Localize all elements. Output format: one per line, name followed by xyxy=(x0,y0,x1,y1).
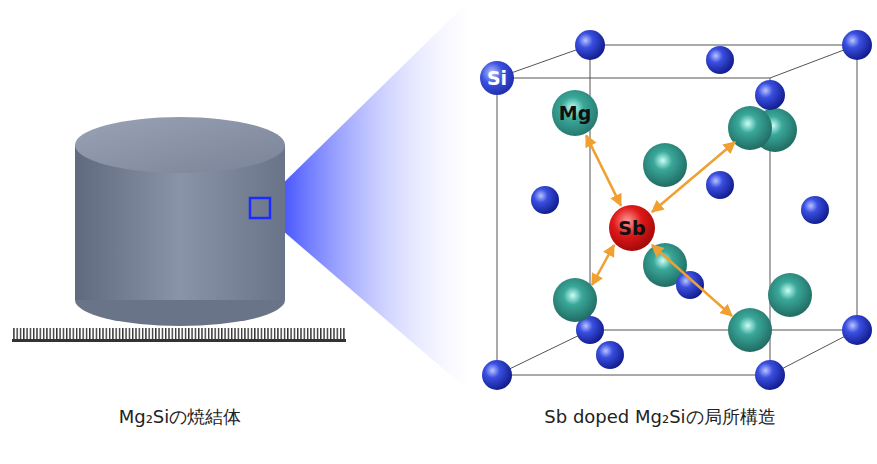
sb-atom: Sb xyxy=(609,205,655,251)
caption: Mg₂Siの焼結体 xyxy=(119,405,242,429)
distance-arrow xyxy=(586,135,621,205)
atom-label: Mg xyxy=(559,102,592,124)
atom-label: Si xyxy=(487,67,507,89)
si-atom: Si xyxy=(480,61,514,95)
caption: Sb doped Mg₂Siの局所構造 xyxy=(544,405,775,429)
mg-atom: Mg xyxy=(552,90,598,136)
atom-label: Sb xyxy=(618,217,645,239)
